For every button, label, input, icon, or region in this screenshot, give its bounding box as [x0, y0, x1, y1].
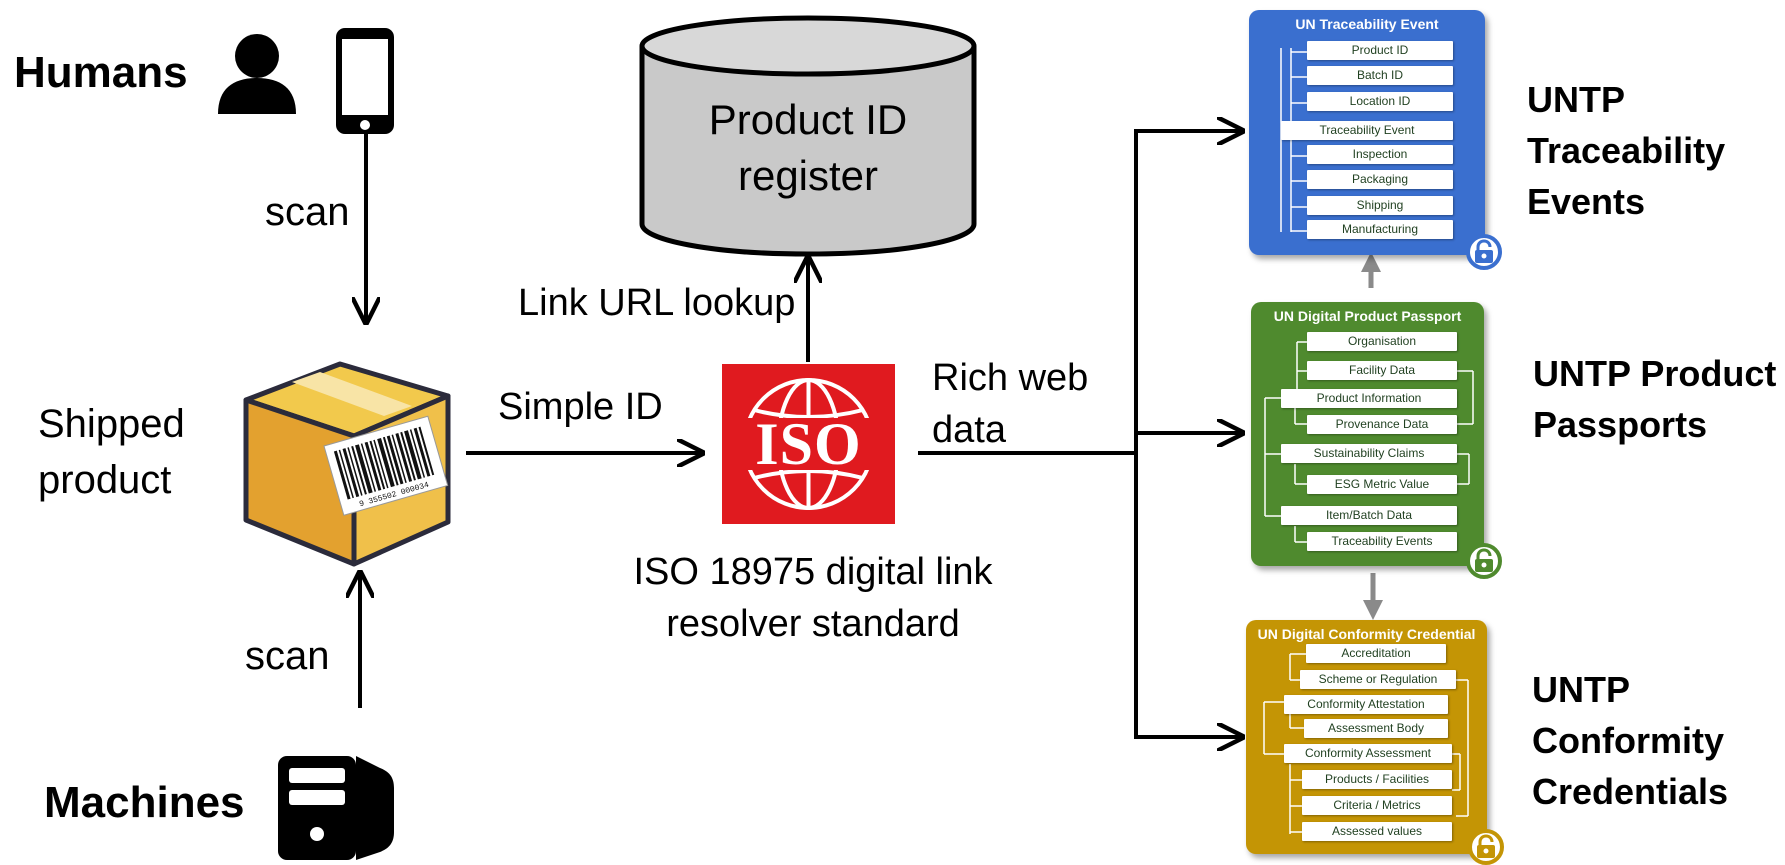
- passport-field: Item/Batch Data: [1281, 506, 1457, 525]
- conformity-label-line2: Conformity: [1532, 720, 1724, 761]
- passport-tree-lines: [1264, 341, 1474, 543]
- shipped-product-label: Shipped product: [38, 396, 185, 508]
- passport-label-line2: Passports: [1533, 404, 1708, 445]
- passport-field: Sustainability Claims: [1281, 444, 1457, 463]
- traceability-category-label: UNTP Traceability Events: [1527, 74, 1725, 227]
- passport-field: ESG Metric Value: [1307, 475, 1457, 494]
- traceability-label-line1: UNTP: [1527, 79, 1625, 120]
- globe-icon: [732, 378, 885, 510]
- conformity-field: Conformity Attestation: [1284, 695, 1448, 714]
- register-label: Product ID register: [638, 92, 978, 204]
- conformity-label-line1: UNTP: [1532, 669, 1630, 710]
- trace-field: Location ID: [1307, 92, 1453, 111]
- register-line2: register: [737, 152, 879, 199]
- passport-category-label: UNTP Product Passports: [1533, 348, 1776, 450]
- passport-field: Product Information: [1281, 389, 1457, 408]
- trace-field: Inspection: [1307, 145, 1453, 164]
- iso-logo: ISO: [722, 364, 895, 524]
- conformity-field: Assessment Body: [1304, 719, 1448, 738]
- lock-icon: [1466, 543, 1502, 579]
- rich-web-data-line2: data: [932, 409, 1006, 451]
- scan-top-label: scan: [265, 190, 350, 234]
- iso-caption-line1: ISO 18975 digital link: [633, 551, 993, 593]
- package-box-icon: 9 355502 000034: [243, 361, 451, 567]
- passport-label-line1: UNTP Product: [1533, 353, 1777, 394]
- iso-logo-text: ISO: [755, 411, 862, 477]
- conformity-field: Scheme or Regulation: [1300, 670, 1456, 689]
- traceability-tree-lines: [1280, 48, 1307, 232]
- iso-caption: ISO 18975 digital link resolver standard: [608, 546, 1018, 650]
- machines-label: Machines: [44, 778, 245, 827]
- conformity-field: Criteria / Metrics: [1302, 796, 1452, 815]
- database-cylinder-icon: [639, 15, 977, 257]
- lock-icon: [1468, 829, 1504, 865]
- passport-field: Provenance Data: [1307, 415, 1457, 434]
- conformity-category-label: UNTP Conformity Credentials: [1532, 664, 1728, 817]
- conformity-field: Conformity Assessment: [1284, 744, 1452, 763]
- register-line1: Product ID: [708, 96, 908, 143]
- scan-bottom-label: scan: [245, 634, 330, 678]
- lock-icon: [1466, 234, 1502, 270]
- conformity-field: Accreditation: [1306, 644, 1446, 663]
- traceability-label-line2: Traceability: [1527, 130, 1726, 171]
- passport-field: Traceability Events: [1307, 532, 1457, 551]
- passport-field: Organisation: [1307, 332, 1457, 351]
- conformity-tree-lines: [1263, 653, 1469, 834]
- link-url-lookup-label: Link URL lookup: [518, 282, 796, 324]
- conformity-credential-card: UN Digital Conformity Credential Accredi…: [1246, 620, 1487, 854]
- shipped-product-line2: product: [38, 458, 172, 502]
- conformity-field: Products / Facilities: [1302, 770, 1452, 789]
- passport-card-title: UN Digital Product Passport: [1273, 308, 1462, 324]
- passport-field: Facility Data: [1307, 361, 1457, 380]
- trace-field: Manufacturing: [1307, 220, 1453, 239]
- rich-web-data-label: Rich web data: [932, 352, 1088, 456]
- trace-field: Packaging: [1307, 170, 1453, 189]
- traceability-event-card: UN Traceability Event Product ID Batch I…: [1249, 10, 1485, 255]
- conformity-card-title: UN Digital Conformity Credential: [1257, 626, 1476, 642]
- traceability-label-line3: Events: [1527, 181, 1646, 222]
- shipped-product-line1: Shipped: [38, 402, 185, 446]
- smartphone-icon: [336, 28, 394, 134]
- humans-label: Humans: [14, 48, 188, 97]
- simple-id-label: Simple ID: [498, 386, 663, 428]
- traceability-card-title: UN Traceability Event: [1295, 16, 1439, 32]
- trace-field: Shipping: [1307, 196, 1453, 215]
- trace-field: Batch ID: [1307, 66, 1453, 85]
- rich-web-data-line1: Rich web: [932, 357, 1089, 399]
- trace-field: Traceability Event: [1281, 121, 1453, 140]
- product-passport-card: UN Digital Product Passport Organisation…: [1251, 302, 1484, 566]
- trace-field: Product ID: [1307, 41, 1453, 60]
- computer-tower-icon: [278, 756, 394, 860]
- conformity-label-line3: Credentials: [1532, 771, 1729, 812]
- person-icon: [218, 34, 296, 114]
- conformity-field: Assessed values: [1302, 822, 1452, 841]
- iso-caption-line2: resolver standard: [666, 603, 960, 645]
